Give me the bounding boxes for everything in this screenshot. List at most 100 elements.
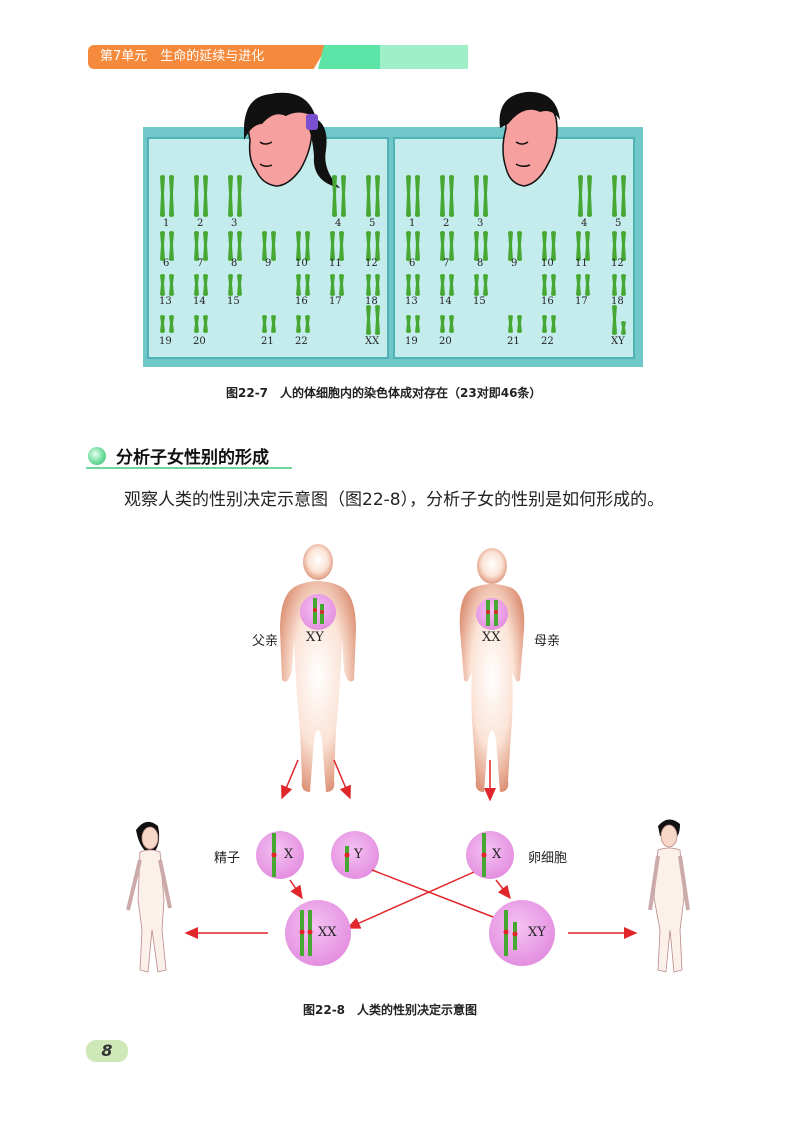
chromosome-number-label: 13 [159,296,172,307]
chromosome [449,175,454,217]
chromosome-number-label: 6 [409,258,416,269]
chromosome-number-label: 4 [581,218,588,229]
chromosome [449,315,454,333]
chromosome-number-label: 22 [541,336,554,347]
chromosome [366,274,371,296]
chromosome [508,231,513,261]
chromosome-number-label: 7 [443,258,450,269]
boy-head-icon [499,91,560,187]
chromosome-number-label: 21 [261,336,274,347]
chromosome-number-label: 9 [265,258,272,269]
chromosome [542,231,547,261]
chromosome [237,175,242,217]
chromosome-number-label: 18 [365,296,378,307]
chromosome [296,274,301,296]
girl-head-icon [244,92,340,188]
chromosome-number-label: 16 [295,296,308,307]
chromosome [271,231,276,261]
page-number-badge: 8 [86,1040,128,1062]
chromosome [474,231,479,261]
chromosome [612,175,617,217]
chromosome [169,315,174,333]
chromosome-number-label: 6 [163,258,170,269]
chromosome [612,305,617,335]
chromosome [305,315,310,333]
chromosome [406,231,411,261]
chromosome [375,305,380,335]
chromosome [474,274,479,296]
chromosome [508,315,513,333]
chromosome-number-label: 15 [473,296,486,307]
chromosome-number-label: 14 [193,296,206,307]
chromosome [415,231,420,261]
chromosome [262,315,267,333]
chromosome [228,231,233,261]
chromosome [551,274,556,296]
chromosome-number-label: 14 [439,296,452,307]
section-bullet-icon [88,447,106,465]
chromosome-number-label: 16 [541,296,554,307]
chromosome [406,315,411,333]
zygote-xy-cell [489,900,555,966]
chromosome-number-label: 4 [335,218,342,229]
chromosome [375,274,380,296]
chromosome [449,274,454,296]
chromosome-number-label: 10 [295,258,308,269]
sperm-x-label: X [284,847,294,862]
chromosome [612,274,617,296]
mother-label: 母亲 [534,634,561,649]
chromosome [366,175,371,217]
chromosome [517,231,522,261]
chromosome [542,274,547,296]
chromosome-number-label: 3 [477,218,484,229]
chromosome [203,274,208,296]
chromosome [587,175,592,217]
chromosome [194,274,199,296]
chromosome [440,231,445,261]
chromosome [169,231,174,261]
chromosome [228,175,233,217]
chromosome-number-label: 11 [329,258,342,269]
chromosome [440,175,445,217]
sex-determination-diagram [126,544,690,973]
chromosome [330,274,335,296]
chromosome [578,175,583,217]
chromosome [160,231,165,261]
chromosome [237,274,242,296]
chromosome [228,274,233,296]
chromosome-number-label: 5 [369,218,376,229]
chromosome-number-label: 8 [477,258,484,269]
chromosome [406,274,411,296]
chromosome-number-label: XX [365,336,380,347]
chromosome [415,315,420,333]
section-underline [86,467,292,469]
egg-x-label: X [492,847,502,862]
chromosome [474,175,479,217]
chromosome-number-label: 20 [193,336,206,347]
father-label: 父亲 [252,634,279,649]
sperm-x-cell [256,831,304,879]
chromosome-number-label: 2 [197,218,204,229]
chromosome [415,175,420,217]
chromosome-number-label: 17 [575,296,588,307]
chromosome-number-label: 9 [511,258,518,269]
body-paragraph: 观察人类的性别决定示意图（图22-8），分析子女的性别是如何形成的。 [124,490,665,510]
chromosome [517,315,522,333]
zygote-xy-label: XY [528,925,546,940]
chromosome [440,315,445,333]
chromosome-number-label: 2 [443,218,450,229]
chromosome [483,175,488,217]
header-band-light [380,45,468,69]
sperm-y-cell [331,831,379,879]
chromosome [449,231,454,261]
chromosome-number-label: 22 [295,336,308,347]
chromosome [271,315,276,333]
chromosome [483,274,488,296]
chromosome-number-label: 13 [405,296,418,307]
chromosome [375,231,380,261]
chromosome [203,315,208,333]
chromosome [551,231,556,261]
chromosome [160,175,165,217]
chromosome [194,315,199,333]
chromosome-number-label: 1 [163,218,170,229]
